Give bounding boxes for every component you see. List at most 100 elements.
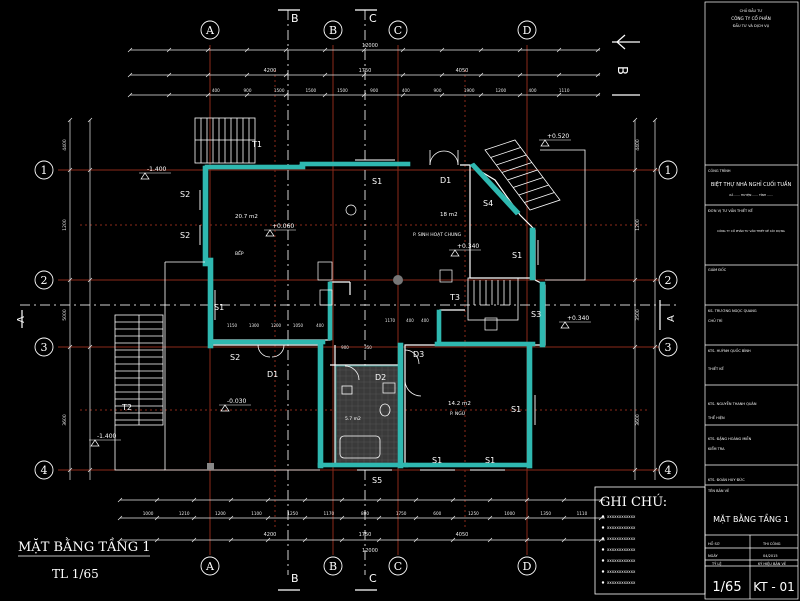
dim-top-detail: 400 — [529, 88, 537, 93]
svg-text:CÔNG TY CỔ PHẦN: CÔNG TY CỔ PHẦN — [731, 16, 771, 21]
svg-text:NGÀY: NGÀY — [708, 553, 718, 558]
svg-text:xxxxxxxxxxxx: xxxxxxxxxxxx — [607, 580, 636, 585]
top-total-dim: 12000 — [362, 43, 378, 49]
living-area: 18 m2 — [440, 212, 458, 218]
svg-text:A: A — [205, 24, 215, 37]
stair-t2 — [114, 314, 164, 426]
svg-text:C: C — [394, 24, 402, 37]
note-line: xxxxxxxxxxxx — [601, 525, 636, 530]
element-tags: T1 T2 T3 S1 S1 S1 S1 S1 S1 S2 S2 S2 S3 S… — [121, 140, 541, 485]
dim-left: 5000 — [62, 309, 68, 321]
svg-text:+0.340: +0.340 — [567, 315, 589, 322]
level-marker: +0.340 — [449, 243, 481, 257]
svg-text:ĐƠN VỊ TƯ VẤN THIẾT KẾ: ĐƠN VỊ TƯ VẤN THIẾT KẾ — [708, 207, 754, 213]
dim-top-detail: 1500 — [305, 88, 316, 93]
svg-text:D3: D3 — [413, 350, 424, 359]
svg-text:S4: S4 — [483, 199, 493, 208]
windows — [199, 159, 539, 471]
grid-bubble-d: D — [517, 556, 537, 576]
notes-title: GHI CHÚ: — [600, 493, 667, 510]
dim-top-detail: 400 — [402, 88, 410, 93]
svg-text:D2: D2 — [375, 373, 386, 382]
svg-text:04/2015: 04/2015 — [763, 554, 778, 558]
svg-text:S2: S2 — [230, 353, 240, 362]
svg-text:S2: S2 — [180, 231, 190, 240]
dim-bottom-detail: 1000 — [504, 511, 515, 516]
svg-text:1: 1 — [41, 164, 48, 177]
note-line: xxxxxxxxxxxx — [601, 569, 636, 574]
svg-text:KÝ HIỆU BẢN VẼ: KÝ HIỆU BẢN VẼ — [758, 561, 786, 566]
dim-top-detail: 400 — [212, 88, 220, 93]
svg-text:HỒ SƠ: HỒ SƠ — [708, 541, 720, 546]
dim-left: 4400 — [62, 139, 68, 151]
svg-text:S1: S1 — [512, 251, 522, 260]
svg-text:S5: S5 — [372, 476, 382, 485]
svg-text:D: D — [523, 24, 532, 37]
svg-text:T2: T2 — [121, 403, 132, 412]
section-lines — [20, 10, 680, 575]
drawing-scale: TL 1/65 — [52, 567, 99, 581]
grid-bubble-3: 3 — [658, 337, 678, 357]
bed-name: P. NGỦ — [450, 409, 465, 417]
svg-text:XÃ ...... HUYỆN ...... TỈNH ..: XÃ ...... HUYỆN ...... TỈNH ...... — [729, 192, 773, 197]
dim-bottom-detail: 1110 — [577, 511, 588, 516]
dim-right: 4400 — [635, 139, 641, 151]
svg-text:S1: S1 — [214, 303, 224, 312]
svg-text:+0.340: +0.340 — [457, 243, 479, 250]
title-block — [704, 1, 799, 600]
svg-text:B: B — [329, 560, 337, 573]
svg-text:S1: S1 — [511, 405, 521, 414]
svg-text:KTS. ĐẶNG HOÀNG MIỀN: KTS. ĐẶNG HOÀNG MIỀN — [708, 436, 752, 441]
dim-interior: 350 — [364, 345, 372, 350]
svg-text:A: A — [666, 315, 677, 322]
sink-icon — [341, 385, 353, 395]
dim-right: 1200 — [635, 219, 641, 231]
svg-text:1: 1 — [665, 164, 672, 177]
stair-angled — [484, 139, 561, 211]
svg-text:A: A — [16, 316, 27, 323]
misc-fixtures — [317, 204, 498, 331]
svg-text:B: B — [291, 12, 299, 25]
dim-top-detail: 1500 — [337, 88, 348, 93]
dim-interior: 400 — [406, 318, 414, 323]
svg-text:4200: 4200 — [264, 68, 277, 74]
dim-bottom-detail: 1170 — [324, 511, 335, 516]
level-marker: +0.340 — [559, 315, 591, 329]
svg-text:B: B — [614, 66, 629, 75]
project-name: BIỆT THỰ NHÀ NGHỈ CUỐI TUẦN — [711, 180, 792, 188]
room-labels: 20.7 m2 BẾP 18 m2 P. SINH HOẠT CHUNG 14.… — [235, 212, 471, 422]
stair-t1 — [194, 117, 256, 164]
level-marker: -1.400 — [139, 166, 171, 180]
grid-bubble-b: B — [323, 20, 343, 40]
svg-text:B: B — [291, 572, 299, 585]
svg-text:4: 4 — [665, 464, 672, 477]
svg-text:4200: 4200 — [264, 532, 277, 538]
dim-bottom-detail: 1250 — [468, 511, 479, 516]
grid-bubble-c: C — [388, 20, 408, 40]
svg-text:+0.520: +0.520 — [547, 133, 569, 140]
svg-text:THIẾT KẾ: THIẾT KẾ — [707, 365, 725, 371]
dim-interior: 1300 — [249, 323, 260, 328]
section-marker-right: B — [612, 34, 640, 96]
svg-text:KTS. ĐOÀN HUY ĐỨC: KTS. ĐOÀN HUY ĐỨC — [708, 477, 745, 482]
svg-text:4050: 4050 — [456, 532, 469, 538]
svg-text:C: C — [394, 560, 402, 573]
svg-text:S3: S3 — [531, 310, 541, 319]
grid-bubble-2: 2 — [658, 270, 678, 290]
svg-text:xxxxxxxxxxxx: xxxxxxxxxxxx — [607, 569, 636, 574]
svg-text:2: 2 — [665, 274, 672, 287]
wall-hatch — [202, 161, 546, 469]
svg-text:S1: S1 — [485, 456, 495, 465]
kitchen-name: BẾP — [235, 249, 244, 257]
dim-bottom-detail: 1000 — [143, 511, 154, 516]
toilet-icon — [379, 403, 391, 417]
level-marker: -1.400 — [89, 433, 121, 447]
level-marker: +0.060 — [264, 223, 296, 237]
grid-bubble-a: A — [200, 556, 220, 576]
dim-top-detail: 900 — [370, 88, 378, 93]
grid-bubble-3: 3 — [34, 337, 54, 357]
note-line: xxxxxxxxxxxx — [601, 536, 636, 541]
wc-area: 5.7 m2 — [345, 416, 361, 422]
svg-text:xxxxxxxxxxxx: xxxxxxxxxxxx — [607, 547, 636, 552]
